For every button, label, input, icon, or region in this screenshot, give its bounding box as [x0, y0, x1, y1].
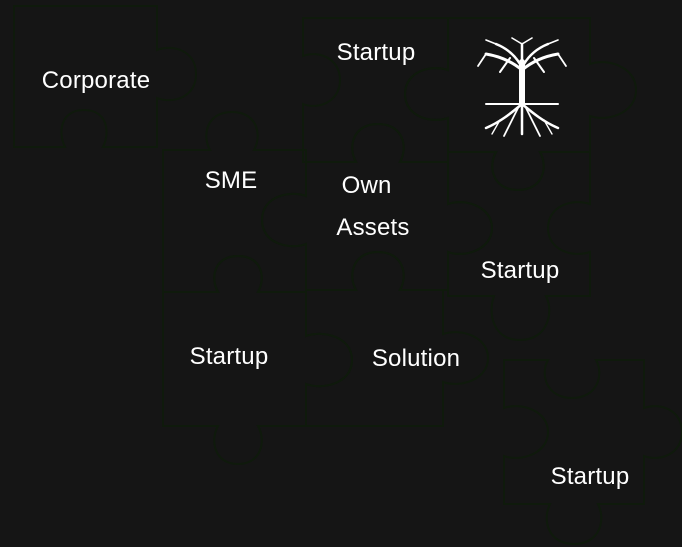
piece-label-own-assets: Own Assets — [336, 172, 409, 241]
piece-label-solution: Solution — [372, 345, 460, 372]
puzzle-piece-startup-right — [447, 151, 591, 342]
piece-label-corporate: Corporate — [42, 67, 151, 94]
puzzle-piece-own-assets — [260, 122, 494, 291]
puzzle-piece-startup-bottom-right — [503, 359, 682, 546]
piece-label-startup-top: Startup — [337, 39, 416, 66]
puzzle-piece-sme — [162, 110, 307, 293]
piece-label-startup-bottom-right: Startup — [551, 463, 630, 490]
piece-label-startup-right: Startup — [481, 257, 560, 284]
piece-label-sme: SME — [205, 167, 258, 194]
tree-with-roots-icon — [477, 37, 567, 137]
puzzle-piece-corporate — [13, 5, 198, 148]
piece-label-startup-lower-left: Startup — [190, 343, 269, 370]
puzzle-piece-solution — [305, 250, 490, 427]
